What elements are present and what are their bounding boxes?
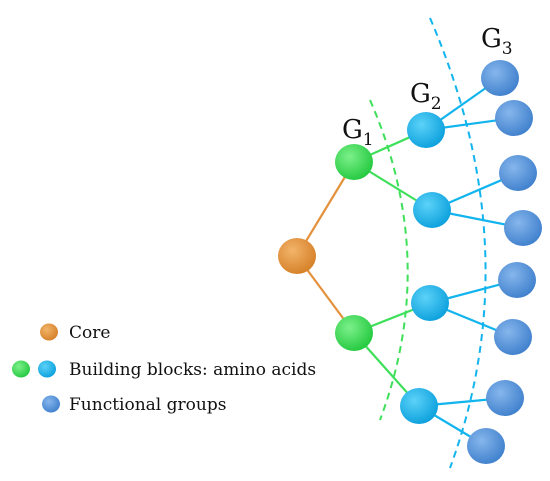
legend-g2-swatch [38,360,56,378]
legend-core-swatch [40,323,58,341]
g3-node-4 [504,210,542,246]
legend-g1-swatch [12,360,30,378]
label-g2: G2 [410,79,442,114]
edge-core-g1a [296,161,355,257]
g1-node-bottom [335,315,373,351]
legend-building-blocks-label: Building blocks: amino acids [69,360,316,380]
legend: Core Building blocks: amino acids Functi… [12,323,316,415]
g2-boundary-dashed-arc [429,17,487,469]
g3-node-5 [498,262,536,298]
g3-node-7 [486,380,524,416]
g3-node-2 [495,100,533,136]
g3-node-3 [499,155,537,191]
core-node [278,238,316,274]
g3-node-6 [494,319,532,355]
label-g1: G1 [342,115,374,150]
legend-core-label: Core [69,323,110,343]
label-g3: G3 [481,24,513,59]
g2-node-4 [400,388,438,424]
g2-node-3 [411,285,449,321]
legend-g3-swatch [42,395,60,413]
g3-node-1 [481,60,519,96]
g3-node-8 [467,428,505,464]
g1-node-top [335,144,373,180]
g2-node-1 [407,112,445,148]
g2-node-2 [413,192,451,228]
legend-functional-groups-label: Functional groups [69,395,226,415]
